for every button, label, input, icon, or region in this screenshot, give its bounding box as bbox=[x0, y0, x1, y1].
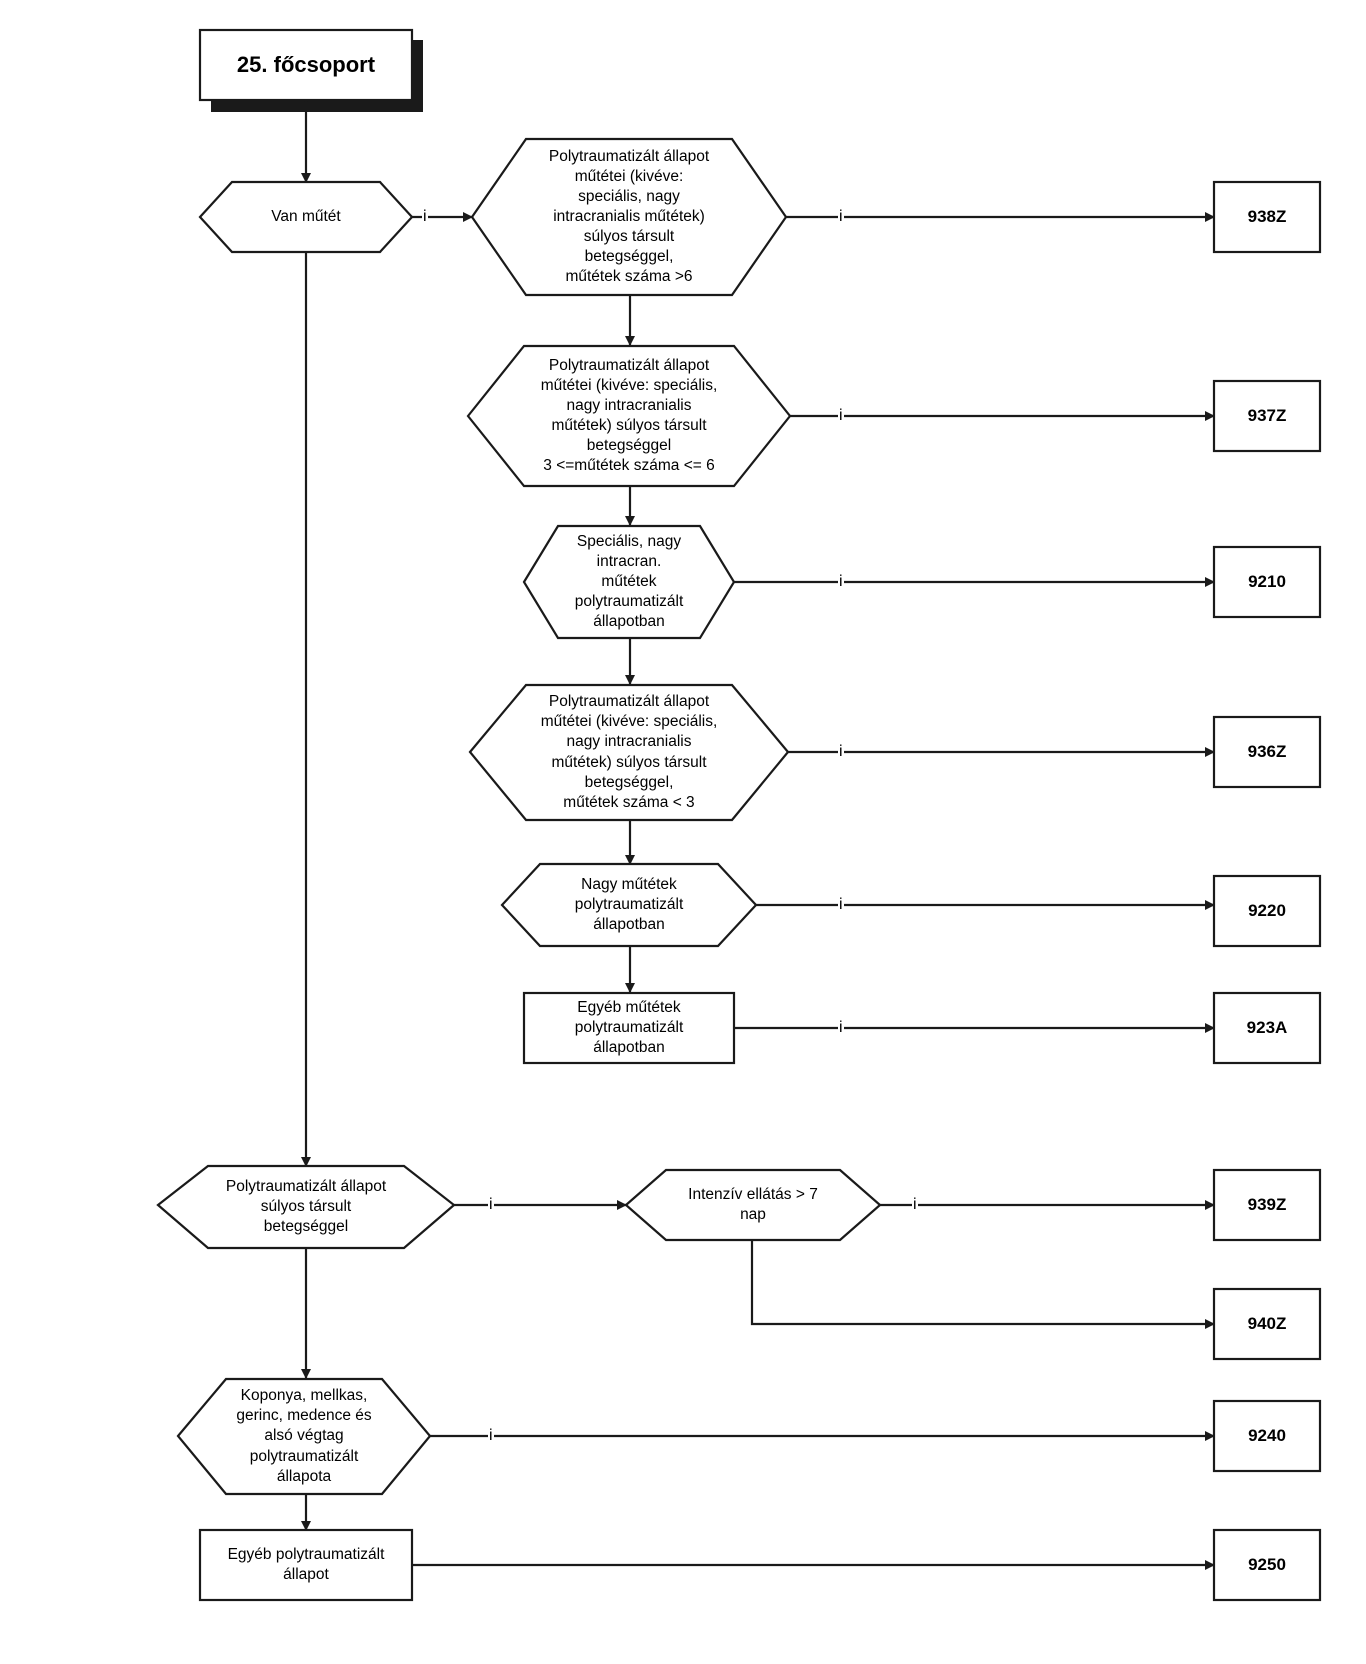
process-9250 bbox=[198, 1528, 414, 1602]
code-box-938z bbox=[1212, 180, 1322, 254]
decision-938 bbox=[470, 137, 788, 297]
code-box-9210 bbox=[1212, 545, 1322, 619]
process-923a-label: Egyéb műtétek polytraumatizált állapotba… bbox=[574, 998, 684, 1057]
code-940z: 940Z bbox=[1247, 1314, 1287, 1333]
code-box-9220 bbox=[1212, 874, 1322, 948]
decision-937 bbox=[466, 344, 792, 488]
code-box-939z bbox=[1212, 1168, 1322, 1242]
code-box-940z bbox=[1212, 1287, 1322, 1361]
edge-label-i: i bbox=[488, 1427, 494, 1444]
edge-label-i: i bbox=[838, 208, 844, 225]
decision-9220-label: Nagy műtétek polytraumatizált állapotban bbox=[574, 875, 684, 934]
edge-label-i: i bbox=[488, 1196, 494, 1213]
code-9220: 9220 bbox=[1248, 901, 1286, 920]
code-box-9250 bbox=[1212, 1528, 1322, 1602]
decision-937-label: Polytraumatizált állapot műtétei (kivéve… bbox=[540, 356, 718, 475]
edge-intenziv-to-940z bbox=[750, 1240, 1215, 1329]
code-923a: 923A bbox=[1246, 1018, 1288, 1037]
code-box-923a bbox=[1212, 991, 1322, 1065]
edge-label-i: i bbox=[912, 1196, 918, 1213]
decision-poly-sulyos bbox=[156, 1164, 456, 1250]
edge-label-i: i bbox=[838, 743, 844, 760]
decision-koponya-label: Koponya, mellkas, gerinc, medence és als… bbox=[236, 1387, 372, 1485]
edge-label-i: i bbox=[838, 407, 844, 424]
process-923a bbox=[522, 991, 736, 1065]
code-box-937z bbox=[1212, 379, 1322, 453]
code-937z: 937Z bbox=[1247, 406, 1287, 425]
decision-938-label: Polytraumatizált állapot műtétei (kivéve… bbox=[548, 147, 710, 286]
decision-van-mutet bbox=[198, 180, 414, 254]
title-box bbox=[198, 28, 414, 102]
decision-936 bbox=[468, 683, 790, 822]
code-938z: 938Z bbox=[1247, 207, 1287, 226]
code-9250: 9250 bbox=[1248, 1555, 1286, 1574]
decision-van-mutet-label: Van műtét bbox=[271, 207, 341, 225]
decision-intenziv bbox=[624, 1168, 882, 1242]
decision-9220 bbox=[500, 862, 758, 948]
decision-9210 bbox=[522, 524, 736, 640]
code-box-936z bbox=[1212, 715, 1322, 789]
decision-intenziv-label: Intenzív ellátás > 7 nap bbox=[688, 1185, 818, 1223]
code-9240: 9240 bbox=[1248, 1426, 1286, 1445]
code-box-9240 bbox=[1212, 1399, 1322, 1473]
code-9210: 9210 bbox=[1248, 572, 1286, 591]
code-939z: 939Z bbox=[1247, 1195, 1287, 1214]
edge-label-i: i bbox=[838, 896, 844, 913]
decision-9210-label: Speciális, nagy intracran. műtétek polyt… bbox=[574, 532, 684, 631]
decision-koponya bbox=[176, 1377, 432, 1496]
decision-936-label: Polytraumatizált állapot műtétei (kivéve… bbox=[540, 693, 718, 811]
edge-label-i: i bbox=[422, 208, 428, 225]
edge-label-i: i bbox=[838, 573, 844, 590]
edge-label-i: i bbox=[838, 1019, 844, 1036]
decision-poly-sulyos-label: Polytraumatizált állapot súlyos társult … bbox=[225, 1177, 387, 1236]
page-title: 25. főcsoport bbox=[236, 52, 376, 77]
code-936z: 936Z bbox=[1247, 742, 1287, 761]
process-9250-label: Egyéb polytraumatizált állapot bbox=[227, 1545, 385, 1583]
